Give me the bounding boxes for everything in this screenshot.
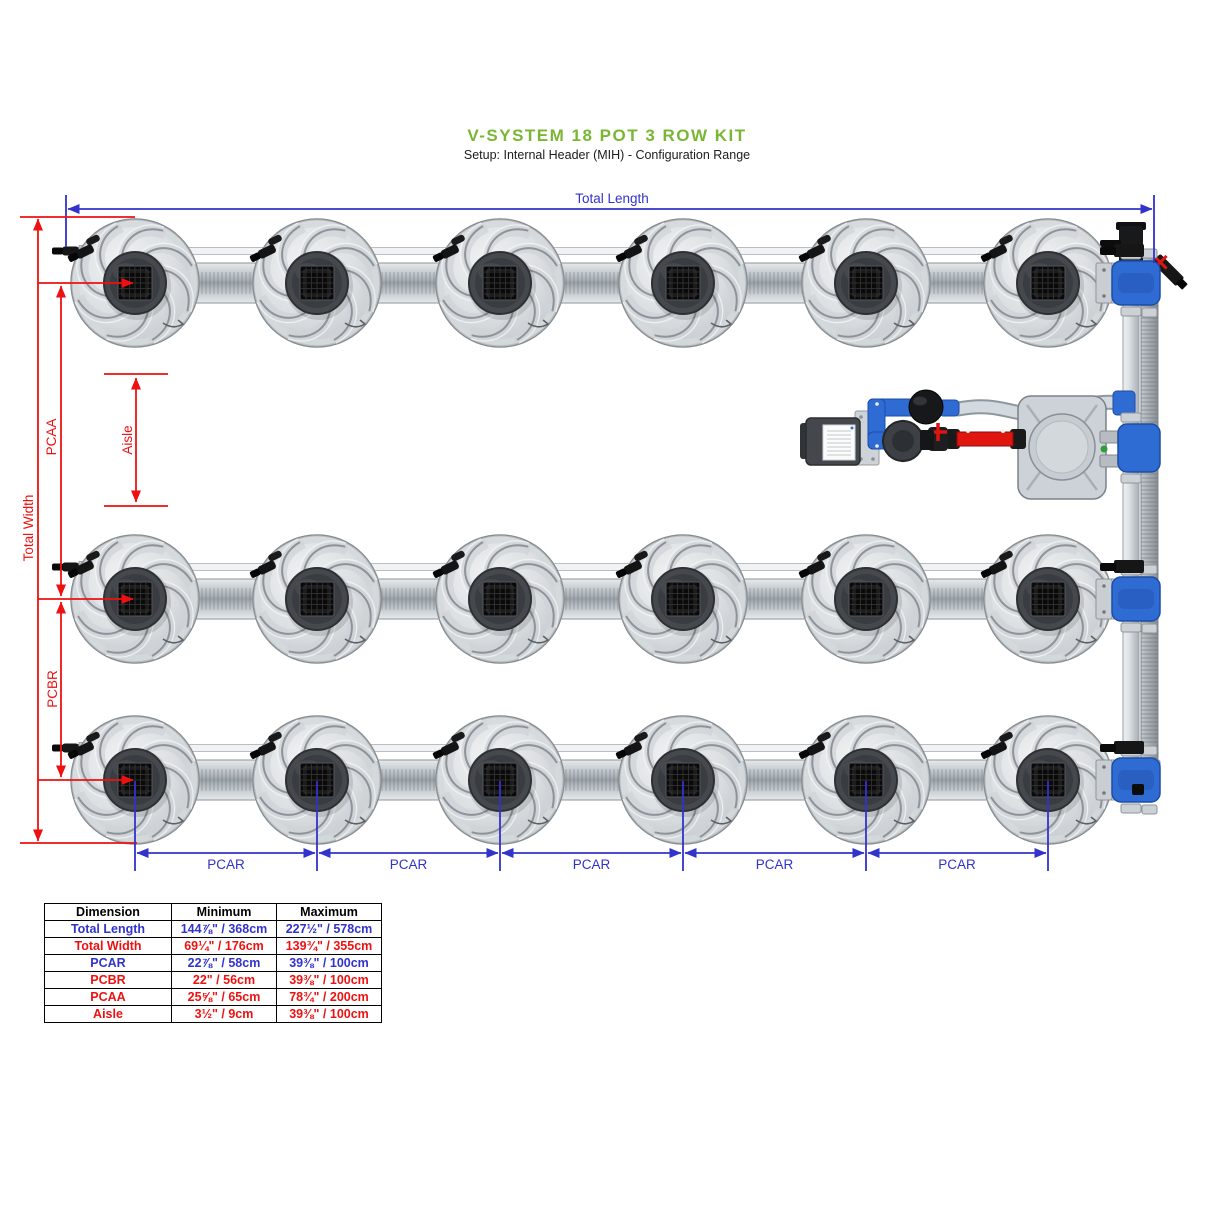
table-cell-max: 139¾" / 355cm: [276, 937, 382, 955]
table-cell-label: Aisle: [44, 1005, 172, 1023]
header-assembly: [800, 389, 1161, 500]
table-cell-max: 39⅜" / 100cm: [276, 954, 382, 972]
table-cell-min: 69¼" / 176cm: [171, 937, 277, 955]
table-header-cell: Dimension: [44, 903, 172, 921]
manifold-row-fitting: [1095, 741, 1161, 815]
manifold-supply-pipe: [1122, 249, 1140, 771]
vortex-pot: [247, 213, 388, 354]
table-cell-max: 39⅜" / 100cm: [276, 971, 382, 989]
pcar-dimensions: PCAR PCAR PCAR PCAR PCAR: [134, 781, 1049, 872]
table-cell-min: 3½" / 9cm: [171, 1005, 277, 1023]
vortex-pot: [796, 529, 937, 670]
pcar-label: PCAR: [207, 857, 245, 872]
table-cell-label: Total Length: [44, 920, 172, 938]
drip-tee: [1114, 244, 1144, 257]
table-cell-label: PCAA: [44, 988, 172, 1006]
total-width-label: Total Width: [21, 495, 36, 562]
tank-outlet-fittings: [1099, 412, 1161, 484]
vortex-pot: [613, 213, 754, 354]
aisle-label: Aisle: [120, 425, 135, 454]
table-cell-label: PCBR: [44, 971, 172, 989]
pcar-label: PCAR: [756, 857, 794, 872]
reservoir-tank: [1017, 395, 1107, 500]
feed-pipe-fitting: [1112, 390, 1136, 416]
page-title: V-SYSTEM 18 POT 3 ROW KIT: [467, 126, 747, 145]
table-cell-min: 22" / 56cm: [171, 971, 277, 989]
vortex-pot: [430, 529, 571, 670]
table-cell-min: 144⅞" / 368cm: [171, 920, 277, 938]
vortex-pot: [430, 213, 571, 354]
manifold-valve: [1152, 254, 1188, 290]
table-cell-min: 22⅞" / 58cm: [171, 954, 277, 972]
table-cell-max: 39⅜" / 100cm: [276, 1005, 382, 1023]
vortex-pot: [613, 529, 754, 670]
drip-tee: [1114, 741, 1144, 754]
pump: [881, 419, 934, 463]
pcar-label: PCAR: [573, 857, 611, 872]
pots-layer: [65, 213, 1119, 851]
air-dome: [908, 389, 944, 425]
pcar-label: PCAR: [390, 857, 428, 872]
red-supply-pipe: [946, 429, 1026, 449]
manifold-row-fitting: [1095, 244, 1161, 318]
drip-pipe: [65, 247, 1123, 255]
controller-box: [800, 417, 861, 466]
table-cell-max: 78¾" / 200cm: [276, 988, 382, 1006]
vortex-pot: [247, 529, 388, 670]
drip-pipe: [65, 744, 1123, 752]
pcar-label: PCAR: [938, 857, 976, 872]
table-cell-max: 227½" / 578cm: [276, 920, 382, 938]
width-dimensions: Total Width PCAA PCBR Aisle: [20, 216, 168, 844]
vortex-pot: [796, 213, 937, 354]
table-cell-label: Total Width: [44, 937, 172, 955]
row-pipes-layer: [52, 245, 1123, 801]
page-subtitle: Setup: Internal Header (MIH) - Configura…: [463, 148, 751, 162]
total-length-dimension: Total Length: [65, 191, 1155, 263]
manifold-return-pipe-texture: [1141, 258, 1158, 772]
pcaa-label: PCAA: [44, 419, 59, 456]
manifold-row-fitting: [1095, 560, 1161, 634]
drip-tee: [1114, 560, 1144, 573]
table-cell-min: 25⅝" / 65cm: [171, 988, 277, 1006]
table-header-cell: Minimum: [171, 903, 277, 921]
table-header-cell: Maximum: [276, 903, 382, 921]
pcbr-label: PCBR: [45, 670, 60, 708]
manifold-fittings-layer: [1095, 244, 1161, 815]
drip-pipe: [65, 563, 1123, 571]
table-cell-label: PCAR: [44, 954, 172, 972]
total-length-label: Total Length: [575, 191, 649, 206]
